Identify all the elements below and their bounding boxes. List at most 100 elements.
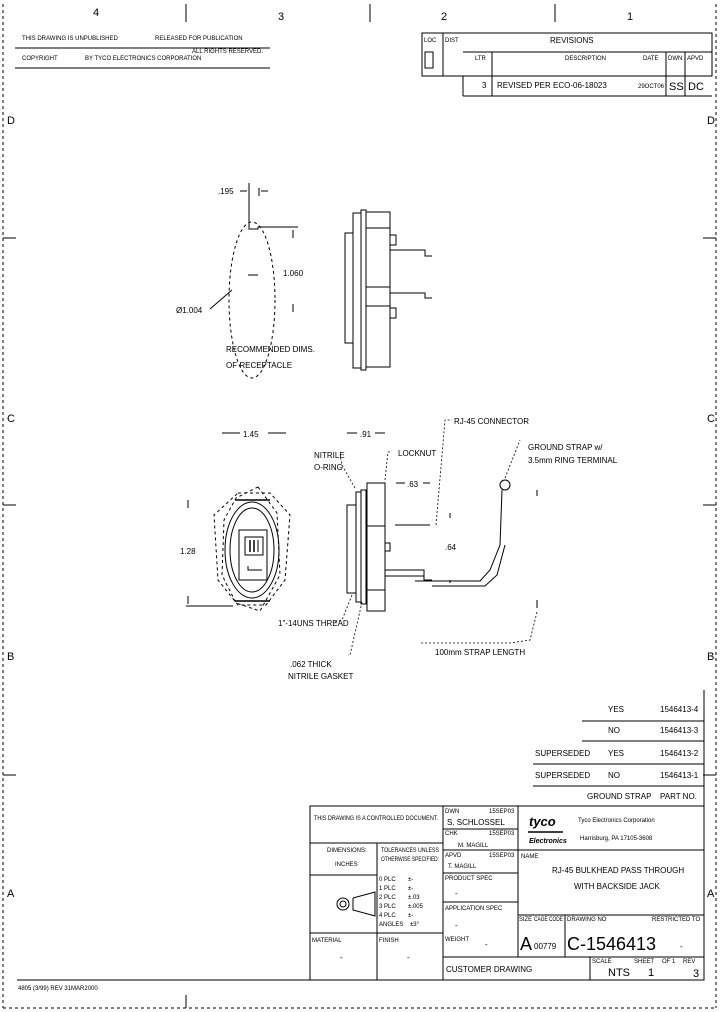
drawing-text: .062 THICK xyxy=(290,660,332,669)
drawing-text: - xyxy=(680,942,683,951)
drawing-text: NITRILE GASKET xyxy=(288,672,353,681)
drawing-text: RELEASED FOR PUBLICATION xyxy=(155,36,243,42)
drawing-text: TOLERANCES UNLESS xyxy=(381,848,439,854)
drawing-text: THIS DRAWING IS A CONTROLLED DOCUMENT. xyxy=(314,816,438,822)
drawing-text: 00779 xyxy=(534,942,557,951)
drawing-line xyxy=(209,289,233,310)
third-angle-projection-symbol xyxy=(336,891,376,917)
zone-label: C xyxy=(707,413,715,425)
zone-label: 3 xyxy=(278,11,284,23)
drawing-text: PRODUCT SPEC xyxy=(445,876,493,882)
drawing-text: Electronics xyxy=(529,838,567,845)
drawing-line xyxy=(504,439,521,479)
drawing-text: RESTRICTED TO xyxy=(652,917,700,923)
drawing-text: APVD xyxy=(445,853,462,859)
drawing-text: DC xyxy=(688,81,704,93)
drawing-text: Ø1.004 xyxy=(176,306,203,315)
drawing-text: 2 PLC xyxy=(379,895,396,901)
drawing-text: Harrisburg, PA 17105-3608 xyxy=(580,836,653,842)
drawing-line xyxy=(336,897,350,911)
drawing-text: DWN xyxy=(445,809,459,815)
drawing-text: DATE xyxy=(643,56,659,62)
drawing-text: SIZE xyxy=(519,917,532,923)
drawing-text: COPYRIGHT xyxy=(22,56,58,62)
drawing-text: ±- xyxy=(408,877,413,883)
revisions-title: REVISIONS xyxy=(550,36,594,45)
side-view-lower: .91 .63 .64 NITRILE O-RING LOCKNUT RJ-45… xyxy=(278,417,618,681)
drawing-text: NO xyxy=(608,771,620,780)
drawing-text: LOC xyxy=(424,38,437,44)
drawing-line xyxy=(366,482,386,612)
drawing-text: 1546413-3 xyxy=(660,726,699,735)
drawing-text: .64 xyxy=(445,543,457,552)
drawing-text: NTS xyxy=(608,967,630,979)
drawing-text: 1.28 xyxy=(180,547,196,556)
drawing-text: SUPERSEDED xyxy=(535,771,590,780)
drawing-line xyxy=(352,891,376,917)
drawing-text: NAME xyxy=(521,854,538,860)
front-view: 1.45 1.28 xyxy=(180,430,291,612)
drawing-text: 100mm STRAP LENGTH xyxy=(435,648,525,657)
panel-cutout-view: .195 1.060 Ø1.004 RECOMMENDED DIMS. OF R… xyxy=(176,183,315,379)
drawing-line xyxy=(348,601,363,656)
drawing-text: 3 xyxy=(693,968,699,980)
drawing-text: OF RECEPTACLE xyxy=(226,361,292,370)
drawing-text: LTR xyxy=(475,56,487,62)
drawing-text: S. SCHLOSSEL xyxy=(447,818,505,827)
drawing-line xyxy=(432,544,506,587)
side-view-upper xyxy=(344,209,432,371)
zone-label: D xyxy=(707,115,715,127)
drawing-text: GROUND STRAP xyxy=(587,792,651,801)
drawing-text: ±- xyxy=(408,886,413,892)
zone-label: D xyxy=(7,115,15,127)
drawing-text: DWN xyxy=(668,56,682,62)
zone-label: 2 xyxy=(441,11,447,23)
drawing-text: DIST xyxy=(445,38,459,44)
drawing-text: OTHERWISE SPECIFIED: xyxy=(381,857,439,863)
drawing-text: 15SEP03 xyxy=(489,831,515,837)
drawing-text: T. MAGILL xyxy=(448,864,477,870)
drawing-text: SHEET xyxy=(634,959,654,965)
drawing-text: NITRILE xyxy=(314,451,345,460)
drawing-line xyxy=(228,221,276,379)
form-number: 4805 (3/99) REV 31MAR2000 xyxy=(18,986,98,992)
copyright-header: THIS DRAWING IS UNPUBLISHED RELEASED FOR… xyxy=(15,36,270,69)
drawing-text: 15SEP03 xyxy=(489,809,515,815)
drawing-number: C-1546413 xyxy=(567,934,656,954)
drawing-line xyxy=(360,209,367,371)
drawing-line xyxy=(309,805,705,981)
drawing-text: - xyxy=(485,940,488,949)
drawing-text: - xyxy=(455,889,458,898)
drawing-line xyxy=(390,249,432,257)
zone-label: A xyxy=(707,888,715,900)
title-block: THIS DRAWING IS A CONTROLLED DOCUMENT. D… xyxy=(309,805,705,981)
drawing-line xyxy=(355,491,362,603)
drawing-line xyxy=(420,611,538,644)
drawing-line xyxy=(339,900,347,908)
zone-label: 1 xyxy=(627,11,633,23)
drawing-text: .63 xyxy=(407,480,419,489)
drawing-text: YES xyxy=(608,749,624,758)
tyco-logo: tyco Electronics xyxy=(529,814,567,845)
drawing-text: 1546413-4 xyxy=(660,705,699,714)
drawing-text: THIS DRAWING IS UNPUBLISHED xyxy=(22,36,118,42)
drawing-line xyxy=(499,479,511,491)
drawing-line xyxy=(360,489,367,605)
drawing-line xyxy=(421,32,713,77)
drawing-text: Tyco Electronics Corporation xyxy=(578,818,655,824)
drawing-text: A xyxy=(520,934,532,954)
drawing-line xyxy=(247,566,262,571)
drawing-line xyxy=(352,212,362,369)
drawing-text: O-RING xyxy=(314,463,343,472)
drawing-line xyxy=(248,226,298,230)
drawing-line xyxy=(390,292,432,299)
drawing-line xyxy=(389,234,397,246)
drawing-line xyxy=(415,489,503,582)
drawing-text: .91 xyxy=(360,430,372,439)
zone-label: A xyxy=(7,888,15,900)
